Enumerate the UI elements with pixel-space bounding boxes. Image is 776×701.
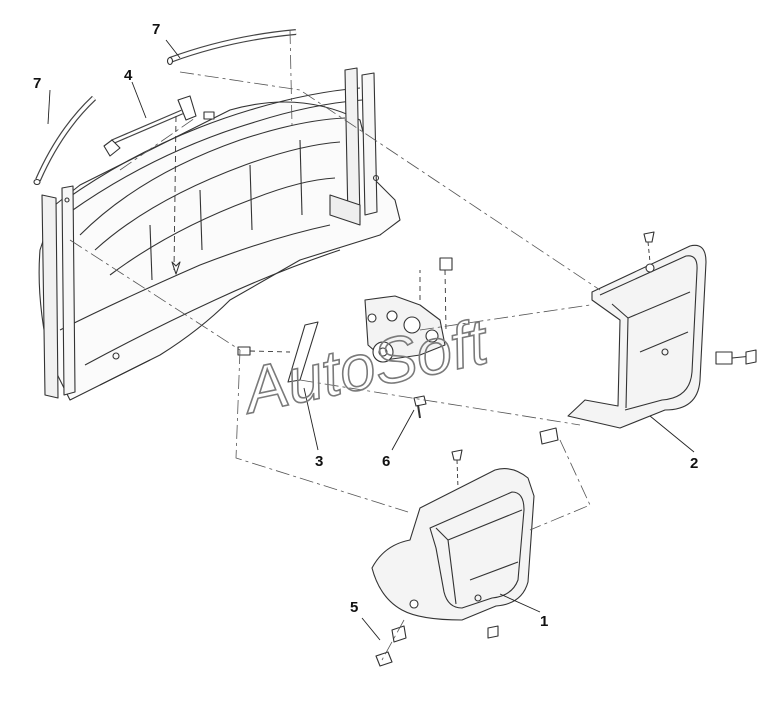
cab-frame-body xyxy=(38,67,401,401)
side-panel-part-2 xyxy=(539,231,757,445)
callout-7-left: 7 xyxy=(33,75,41,92)
hose-part-7-upper xyxy=(166,29,297,66)
center-fastener-cluster xyxy=(364,257,453,419)
callout-2: 2 xyxy=(690,455,698,472)
callout-labels: 7 7 4 3 6 2 1 5 xyxy=(33,21,698,630)
callout-5: 5 xyxy=(350,599,358,616)
watermark-text: AutoSoft xyxy=(234,305,495,428)
hose-part-7-left xyxy=(33,95,97,186)
assembly-guide-lines xyxy=(69,29,601,661)
bracket-rod-part-4 xyxy=(103,95,215,275)
autosoft-watermark: AutoSoft xyxy=(233,304,496,428)
front-panel-part-1 xyxy=(371,449,535,667)
callout-1: 1 xyxy=(540,613,548,630)
callout-6: 6 xyxy=(382,453,390,470)
callout-7-upper: 7 xyxy=(152,21,160,38)
callout-4: 4 xyxy=(124,67,133,84)
leader-lines xyxy=(47,39,695,641)
callout-3: 3 xyxy=(315,453,323,470)
